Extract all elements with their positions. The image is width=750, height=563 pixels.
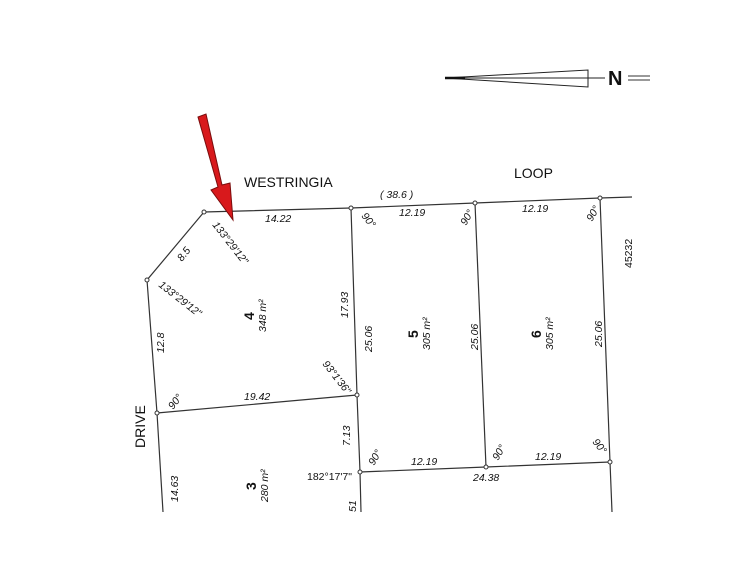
angle-bottom-1: 90° xyxy=(366,448,384,468)
dim-lot4-west: 12.8 xyxy=(155,332,167,353)
dim-bottom-left: 12.19 xyxy=(411,456,437,468)
angle-lot4-sw: 90° xyxy=(166,392,185,412)
road-name-westringia: WESTRINGIA xyxy=(244,174,333,190)
angle-lot5-nw: 90° xyxy=(359,210,378,230)
dim-lot4-east-upper: 17.93 xyxy=(339,292,351,318)
lot-4-area: 348 m² xyxy=(257,299,269,332)
lot-3-number: 3 xyxy=(243,482,259,490)
red-pointer-arrow-icon xyxy=(197,113,234,222)
angle-bend: 182°17'7" xyxy=(307,471,352,483)
dim-lot3-partial: 51 xyxy=(347,500,359,512)
lot-4-number: 4 xyxy=(241,312,257,320)
dim-lot5-left: 25.06 xyxy=(363,326,375,353)
lot-6-number: 6 xyxy=(528,330,544,338)
lot-5-number: 5 xyxy=(405,330,421,338)
dim-bottom-right: 12.19 xyxy=(535,451,561,463)
lot-3-area: 280 m² xyxy=(259,469,271,503)
angle-lot5-ne: 90° xyxy=(458,208,476,228)
compass-label: N xyxy=(608,68,622,90)
dim-lot6-top: 12.19 xyxy=(522,203,548,215)
dim-lot4-top: 14.22 xyxy=(265,213,291,225)
dim-lot3-west: 14.63 xyxy=(169,476,181,502)
angle-lot4-corner-1: 133°29'12" xyxy=(210,219,252,267)
angle-lot4-east: 93°1'36" xyxy=(320,358,354,397)
angle-bottom-2: 90° xyxy=(490,443,508,463)
angle-lot4-corner-2: 133°29'12" xyxy=(156,279,204,321)
dim-lot6-right: 25.06 xyxy=(593,321,605,348)
lot-5-area: 305 m² xyxy=(421,317,433,350)
frontage-total: ( 38.6 ) xyxy=(380,189,413,201)
dim-bottom-total: 24.38 xyxy=(472,472,499,484)
north-arrow-icon xyxy=(444,69,650,88)
parcel-reference: 45232 xyxy=(623,239,635,268)
survey-pegs xyxy=(144,195,613,475)
angle-bottom-3: 90° xyxy=(590,436,609,456)
dim-lot5-top: 12.19 xyxy=(399,207,425,219)
dim-lot4-south: 19.42 xyxy=(244,391,270,403)
dim-lot5-right: 25.06 xyxy=(469,324,481,351)
road-name-drive: DRIVE xyxy=(132,405,148,448)
dim-lot3-east: 7.13 xyxy=(341,425,353,446)
road-name-loop: LOOP xyxy=(514,165,553,181)
dim-lot4-corner: 8.5 xyxy=(175,245,194,264)
lot-6-area: 305 m² xyxy=(544,317,556,350)
lot-boundaries xyxy=(146,196,633,513)
